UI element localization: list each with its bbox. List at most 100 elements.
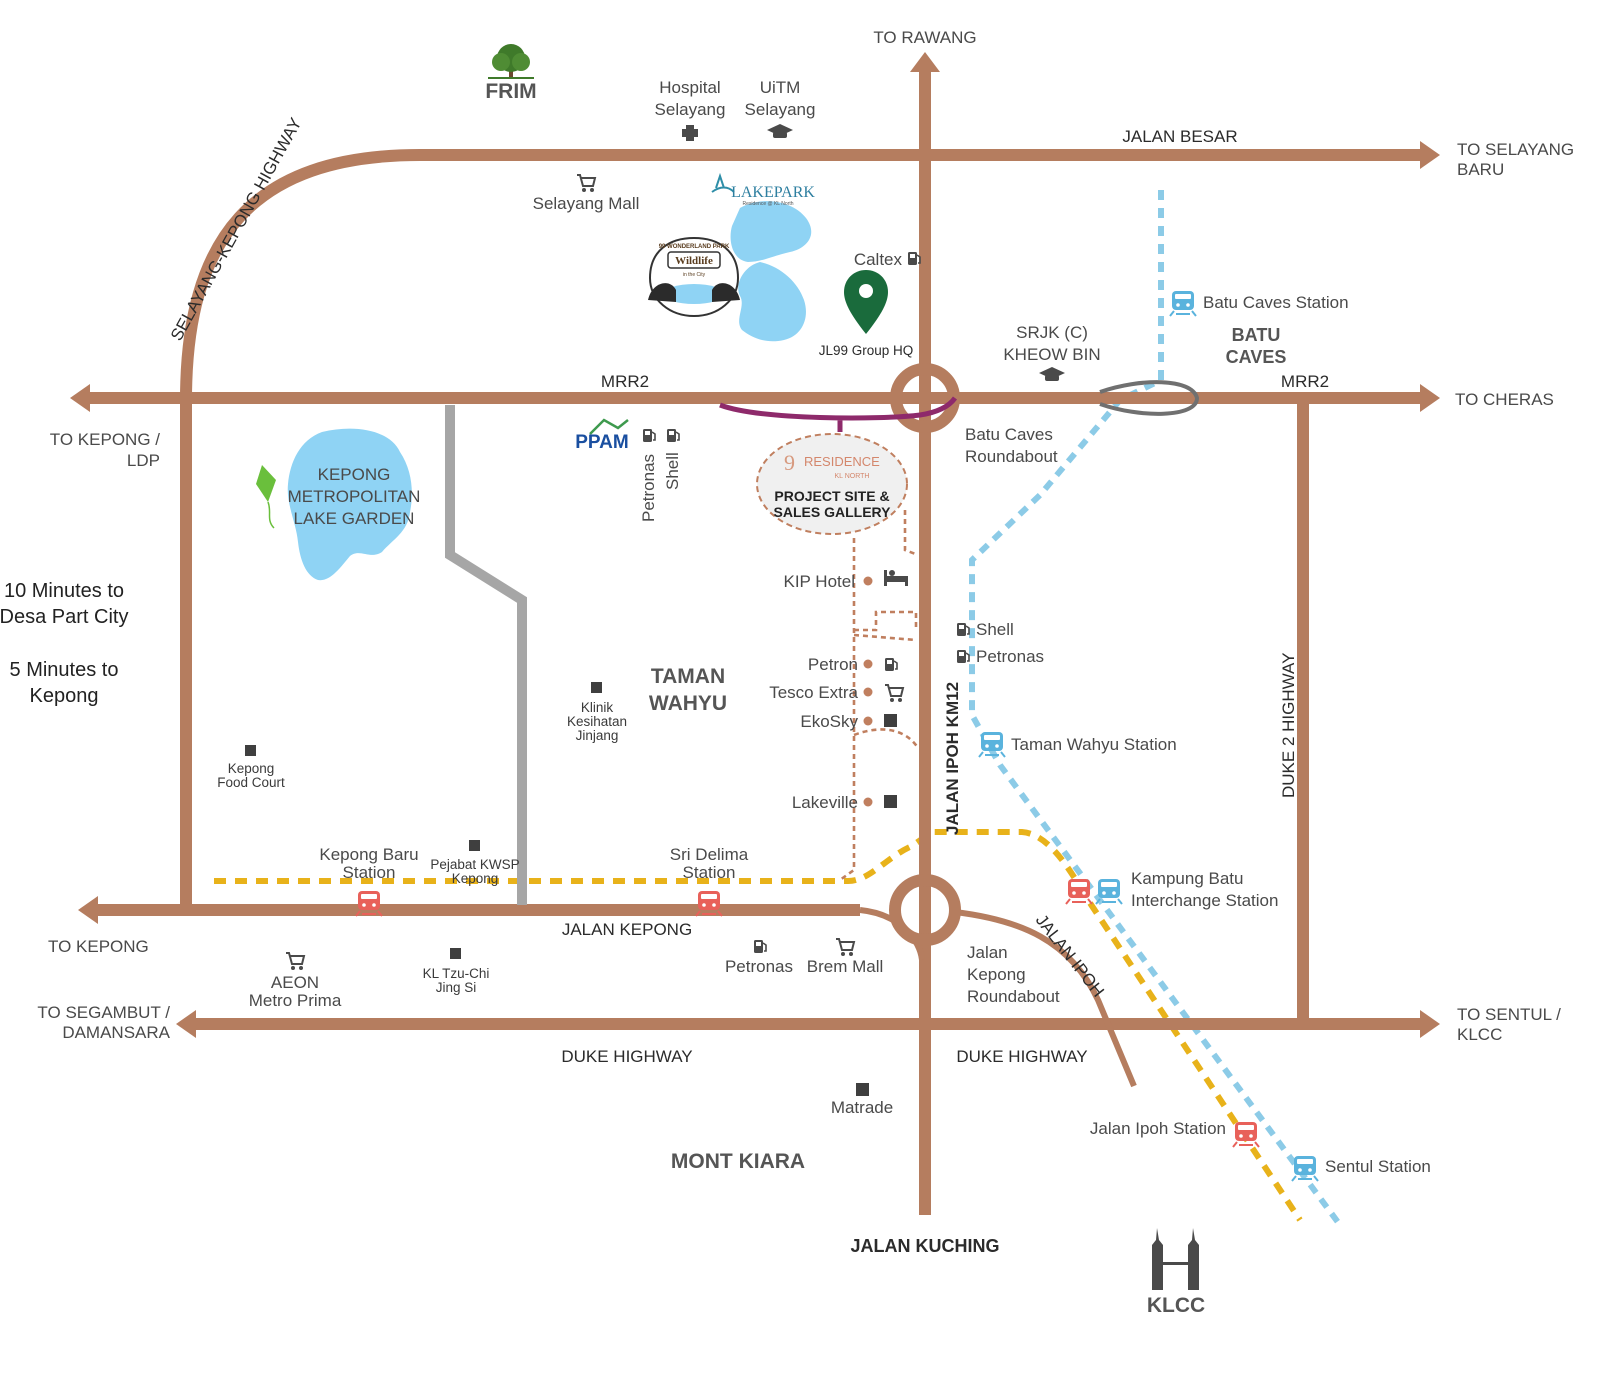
arrow-head-icon: [1420, 384, 1440, 412]
tree-icon: [488, 44, 534, 79]
travel-time-desa-label-2: Desa Part City: [0, 606, 128, 628]
jalan-kuching-label: JALAN KUCHING: [850, 1236, 999, 1256]
kwsp-label: Pejabat KWSP: [430, 857, 519, 872]
wonderland-sub-label: in the City: [683, 272, 706, 278]
petronas-south-label: Petronas: [725, 957, 793, 976]
building-icon: [884, 714, 897, 727]
hospital-label: Hospital: [659, 78, 720, 97]
sri-delima-station-label: Sri Delima: [670, 845, 749, 864]
fuel-pump-icon: [907, 251, 921, 266]
arrow-head-icon: [78, 896, 98, 924]
ktm-line: [969, 190, 1343, 1227]
uitm-label-2: Selayang: [745, 100, 816, 119]
to-segambut-label-2: DAMANSARA: [62, 1023, 170, 1042]
kite-icon: [256, 465, 276, 529]
to-sentul-label-2: KLCC: [1457, 1025, 1502, 1044]
uitm-label: UiTM: [760, 78, 801, 97]
duke-highway-west-label: DUKE HIGHWAY: [561, 1047, 692, 1066]
kampung-batu-station-label: Kampung Batu: [1131, 869, 1243, 888]
lakepark-sub: Residence @ KL North: [742, 201, 793, 207]
kampung-batu-station-label-2: Interchange Station: [1131, 891, 1278, 910]
klinik-label: Klinik: [581, 700, 614, 715]
klcc-label: KLCC: [1147, 1294, 1205, 1317]
sales-gallery-label: SALES GALLERY: [774, 504, 892, 520]
residence-name: RESIDENCE: [804, 454, 880, 469]
shopping-cart-icon: [884, 684, 904, 703]
residence-logo-glyph: 9: [784, 450, 795, 475]
taman-wahyu-station-label: Taman Wahyu Station: [1011, 735, 1177, 754]
building-icon: [884, 795, 897, 808]
to-selayang-baru-label: TO SELAYANG: [1457, 140, 1574, 159]
to-rawang-label: TO RAWANG: [873, 28, 976, 47]
to-kepong-label: TO KEPONG: [48, 937, 149, 956]
jalan-ipoh-station-label: Jalan Ipoh Station: [1090, 1119, 1226, 1138]
travel-time-desa-label: 10 Minutes to: [4, 580, 124, 602]
selayang-kepong-highway: [180, 149, 920, 910]
hospital-label-2: Selayang: [655, 100, 726, 119]
mrt-train-icon: [1065, 878, 1093, 905]
hospital-cross-icon: [682, 125, 698, 141]
graduation-cap-icon: [1039, 367, 1065, 381]
mrr2-interchange-loop: [1099, 380, 1200, 416]
fuel-pump-icon: [884, 657, 898, 672]
poi-dot: [863, 797, 873, 807]
batu-caves-area-label: BATU: [1232, 325, 1281, 345]
bed-icon: [884, 570, 908, 586]
matrade-label: Matrade: [831, 1098, 893, 1117]
lakeville-label: Lakeville: [792, 793, 858, 812]
ppam-logo: [589, 418, 629, 435]
local-road-dotted: [903, 510, 919, 557]
petronas-east-label: Petronas: [976, 647, 1044, 666]
klinik-label-3: Jinjang: [576, 728, 619, 743]
wonderland-top-label: 99 WONDERLAND PARK: [659, 244, 730, 250]
arrow-head-icon: [1420, 141, 1440, 169]
kepong-lake: [287, 428, 412, 581]
sentul-station-label: Sentul Station: [1325, 1157, 1431, 1176]
travel-time-kepong-label-2: Kepong: [30, 685, 99, 707]
fuel-pump-icon: [642, 428, 656, 443]
batu-caves-station-label: Batu Caves Station: [1203, 293, 1349, 312]
taman-wahyu-label: TAMAN: [651, 665, 725, 688]
aeon-label: AEON: [271, 973, 319, 992]
duke2-highway-label: DUKE 2 HIGHWAY: [1279, 653, 1298, 798]
travel-time-kepong-label: 5 Minutes to: [10, 659, 119, 681]
klinik-label-2: Kesihatan: [567, 714, 627, 729]
local-road-dotted: [839, 538, 856, 882]
building-icon: [856, 1083, 869, 1096]
jl99-hq-label: JL99 Group HQ: [819, 343, 914, 358]
to-segambut-label: TO SEGAMBUT /: [37, 1003, 170, 1022]
ppam-label: PPAM: [575, 432, 628, 453]
fuel-pump-icon: [956, 622, 970, 637]
fuel-pump-icon: [956, 649, 970, 664]
kepong-baru-station-label: Kepong Baru: [319, 845, 418, 864]
lakepark-logo: [711, 172, 735, 193]
grey-road: [445, 405, 527, 905]
wonderland-mid-label: Wildlife: [675, 255, 713, 267]
mont-kiara-label: MONT KIARA: [671, 1150, 805, 1173]
kepong-lake-label: KEPONG: [318, 465, 391, 484]
poi-dot: [863, 576, 873, 586]
twin-towers-icon: [1152, 1228, 1199, 1290]
tzu-chi-label: KL Tzu-Chi: [423, 966, 490, 981]
tzu-chi-label-2: Jing Si: [436, 980, 477, 995]
shopping-cart-icon: [835, 938, 855, 957]
sales-gallery-marker[interactable]: [756, 433, 908, 535]
poi-dot: [863, 687, 873, 697]
lakepark-lake-south: [738, 262, 806, 342]
srjk-label: SRJK (C): [1016, 323, 1088, 342]
location-pin-icon[interactable]: [844, 270, 888, 334]
wonderland-park-logo: [648, 236, 740, 318]
fuel-pump-icon: [666, 428, 680, 443]
jalan-kepong-label: JALAN KEPONG: [562, 920, 692, 939]
fuel-pump-icon: [753, 939, 767, 954]
kepong-lake-label-3: LAKE GARDEN: [294, 509, 415, 528]
to-kepong-ldp-label-2: LDP: [127, 451, 160, 470]
duke-highway-east-label: DUKE HIGHWAY: [956, 1047, 1087, 1066]
tesco-label: Tesco Extra: [769, 683, 858, 702]
jalan-ipoh-km12-label: JALAN IPOH KM12: [943, 682, 962, 835]
petron-label: Petron: [808, 655, 858, 674]
mrr2-west-label: MRR2: [601, 372, 649, 391]
to-cheras-label: TO CHERAS: [1455, 390, 1554, 409]
building-icon: [591, 682, 602, 693]
arrow-head-icon: [70, 384, 90, 412]
